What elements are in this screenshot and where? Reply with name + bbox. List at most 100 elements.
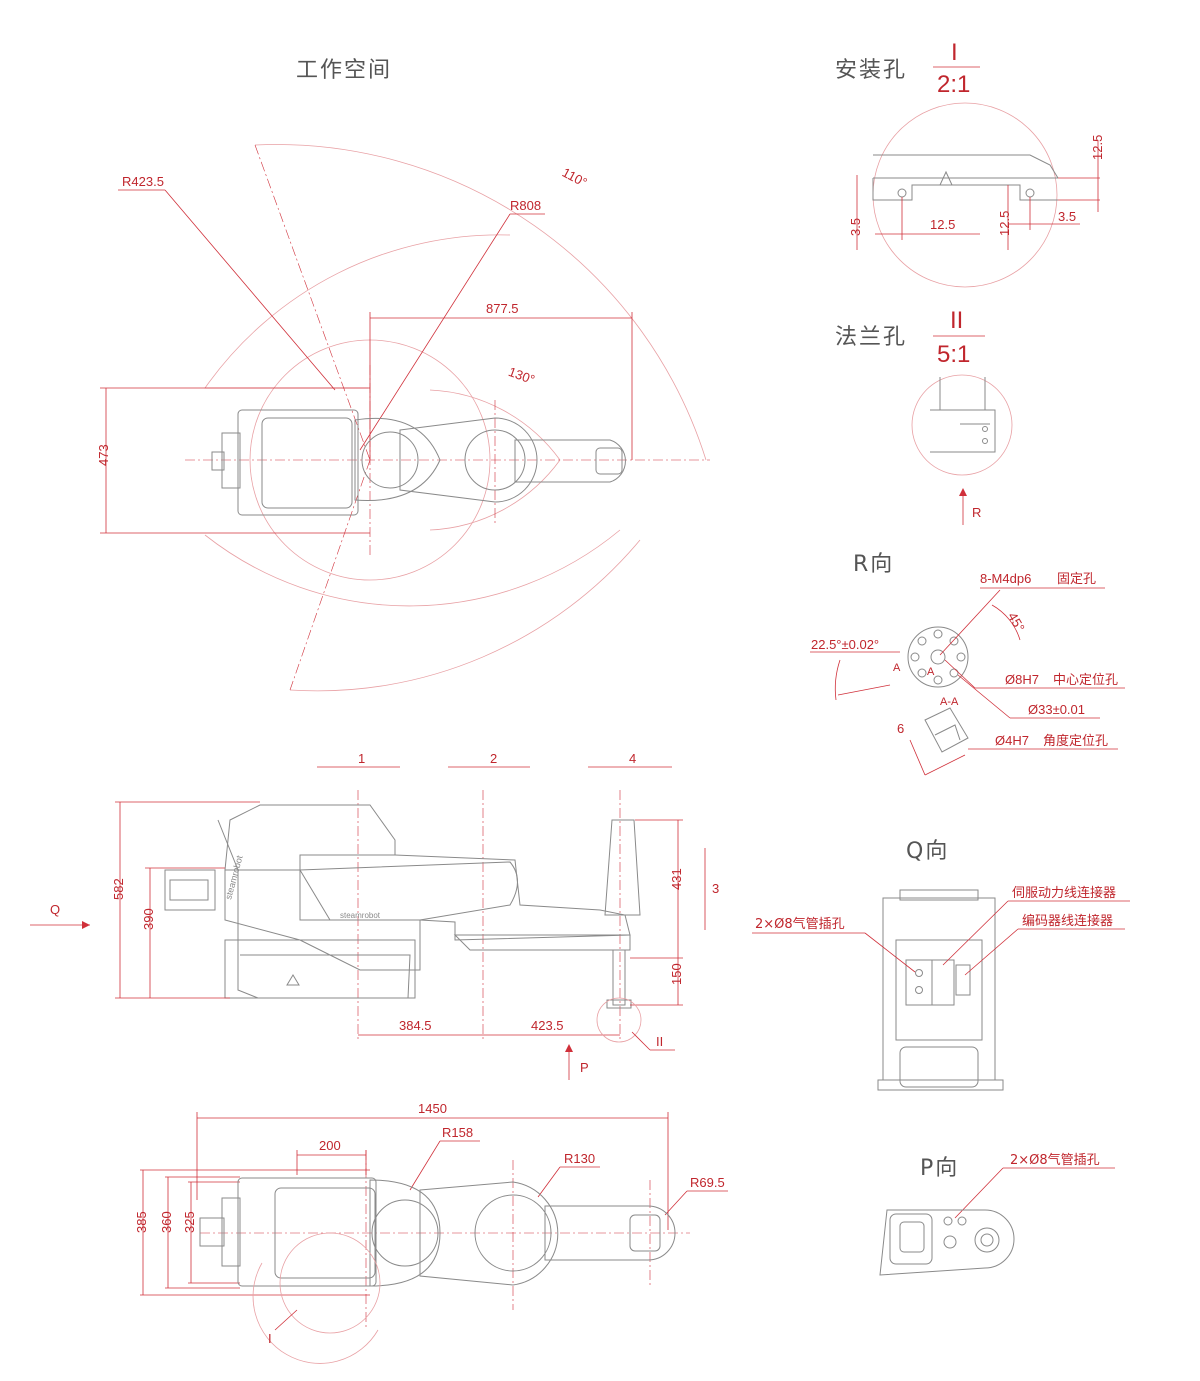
dim-150: 150 [669,963,684,985]
p-connector [943,1235,957,1249]
mount-rib [939,170,953,186]
robot-top-outline-2 [199,1177,676,1287]
r-angle-desc: 角度定位孔 [1043,733,1108,749]
r-center-hole: Ø8H7 [1005,672,1039,687]
brand-mark-arm: steamrobot [340,911,381,920]
p-view-title: P向 [920,1156,959,1181]
q-base-foot [877,1079,1004,1091]
p-cover-inner [899,1221,925,1253]
q-servo-label: 伺服动力线连接器 [1012,885,1116,901]
line-225 [837,684,891,696]
side-view: 1 2 4 3 Q steamrobot s [30,751,719,1080]
mount-hole-left [897,188,907,198]
r-view: R向 8-M4dp6 固定孔 45° 22.5°±0.02° A A Ø8H7 … [810,552,1125,776]
q-lower-window [899,1046,979,1088]
r-view-title: R向 [853,552,894,577]
j2-arc [429,389,561,461]
dimline-6 [909,739,926,776]
mount-hole-right [1025,188,1035,198]
p-view: P向 2×Ø8气管插孔 [879,1152,1115,1276]
dim-360: 360 [159,1211,174,1233]
mount-scale-roman: I [951,39,958,66]
reach-arc-upper [204,234,511,389]
dim-r158: R158 [442,1125,473,1140]
detail-i-circle [279,1232,381,1334]
ball-screw [612,949,626,1006]
detail-ii-label: II [656,1034,663,1049]
dim-384: 384.5 [399,1018,432,1033]
leader-33 [957,674,1011,719]
detail-i-label: I [268,1331,272,1346]
brand-mark-side: steamrobot [223,854,244,901]
dim-473: 473 [96,444,111,466]
workspace-view: 工作空间 R423.5 R808 110° 130° 877.5 473 [96,58,710,692]
p-arm-outline [879,1209,1015,1276]
r-angle225: 22.5°±0.02° [811,637,879,652]
dim-r130: R130 [564,1151,595,1166]
reach-arc-outer [254,144,707,461]
limit-line-1 [254,144,371,461]
q-view: Q向 2×Ø8气管插孔 伺服动力线连接器 编码器线连接器 [752,839,1130,1091]
dim-582: 582 [111,878,126,900]
flange-hole-2 [982,438,988,444]
dim-r808: R808 [510,198,541,213]
dim-325: 325 [182,1211,197,1233]
flange-scale-roman: II [950,307,963,334]
dim-385: 385 [134,1211,149,1233]
q-encoder-leader [964,928,1019,976]
p-flange [974,1227,1000,1253]
mount-detail-circle [872,102,1058,288]
r-section-a-mid: A [927,666,935,678]
axis1-label: 1 [358,751,365,766]
detail-i-leader [274,1309,298,1331]
flange-scale-ratio: 5:1 [937,341,970,368]
q-servo-connector [931,959,955,1006]
dim-35-right: 3.5 [1058,209,1076,224]
leader-r808 [359,213,511,451]
arc-45 [991,604,1021,641]
flange-r-arrow-head [959,488,967,496]
dim-423: 423.5 [531,1018,564,1033]
j2-arc-lower [429,459,561,531]
mount-base-foot [872,178,1058,201]
leader-r423 [164,189,336,391]
flange-detail-circle [911,374,1013,476]
q-servo-leader [942,900,1009,966]
axis3-label: 3 [712,881,719,896]
detail-ii-leader [631,1031,651,1051]
r-bolt-holes [910,629,966,685]
r-center-desc: 中心定位孔 [1053,673,1118,688]
p-air-label: 2×Ø8气管插孔 [1010,1152,1100,1168]
flange-holes-detail: 法兰孔 II 5:1 R [835,307,1013,525]
axis2-label: 2 [490,751,497,766]
r-holes-desc: 固定孔 [1057,572,1096,587]
q-air-leader [864,932,916,973]
reach-arc-lower [204,529,621,607]
flange-outline [930,377,996,453]
detail-i-arc [252,1262,379,1364]
mount-title: 安装孔 [835,58,907,83]
dim-390: 390 [141,908,156,930]
dimline-6b [924,754,966,776]
p-arrow-label: P [580,1060,589,1075]
r-angle45: 45° [1005,610,1028,635]
reach-arc-lower2 [289,539,641,692]
r-bolt-circle: Ø33±0.01 [1028,702,1085,717]
r-flange-outer [907,626,969,688]
leader-r158 [409,1140,441,1191]
q-arrow-head [82,921,90,929]
flange-r-label: R [972,505,981,520]
leader-r130 [537,1166,561,1198]
q-arrow-label: Q [50,902,60,917]
mount-holes-detail: 安装孔 I 2:1 12.5 3.5 12.5 12.5 3.5 [835,39,1105,288]
arc-225 [834,659,841,701]
top-view: 1450 200 R158 R130 R69.5 385 360 325 [134,1101,728,1364]
detail-ii-circle [596,997,642,1043]
dim-35-left: 3.5 [848,218,863,236]
r-angle-hole: Ø4H7 [995,733,1029,748]
r-flange-center [930,649,946,665]
mount-scale-ratio: 2:1 [937,71,970,98]
q-air-hole-2 [915,986,923,994]
r-depth6: 6 [897,721,904,736]
